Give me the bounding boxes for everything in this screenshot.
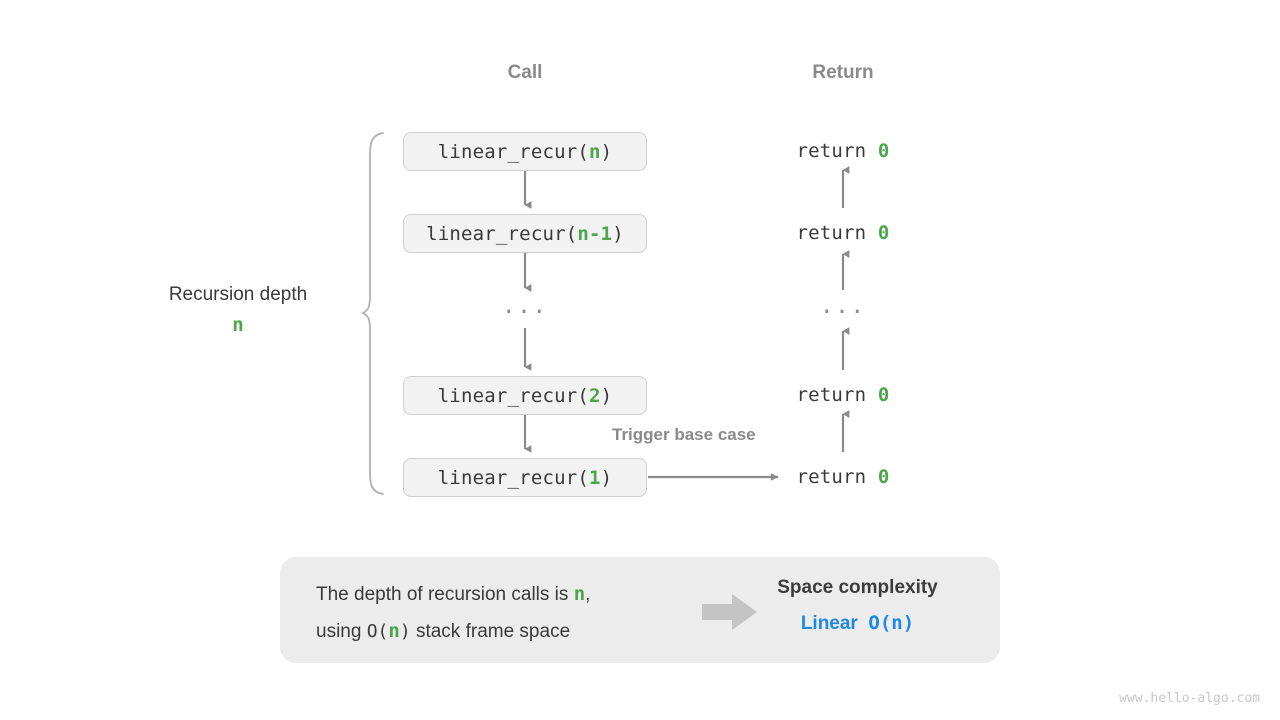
return-value: 0 xyxy=(877,140,890,162)
column-header-call: Call xyxy=(507,62,543,83)
call-box: linear_recur(n) xyxy=(403,132,647,171)
complexity-explanation: The depth of recursion calls is n, using… xyxy=(316,576,716,650)
call-box-prefix: linear_recur( xyxy=(426,222,578,245)
call-box-suffix: ) xyxy=(612,222,624,245)
complexity-kind: Linear xyxy=(800,613,858,634)
return-keyword: return xyxy=(796,466,878,488)
return-label: return 0 xyxy=(743,384,943,406)
explanation-line2-b: stack frame space xyxy=(410,621,571,642)
return-value: 0 xyxy=(877,222,890,244)
recursion-depth-value: n xyxy=(232,314,244,336)
return-label: return 0 xyxy=(743,466,943,488)
implies-arrow-icon xyxy=(702,594,757,630)
recursion-depth-brace xyxy=(360,132,384,495)
recursion-depth-title: Recursion depth xyxy=(168,284,308,305)
return-keyword: return xyxy=(796,384,878,406)
complexity-result: Space complexity Linear O(n) xyxy=(750,577,965,635)
return-ellipsis: ··· xyxy=(820,300,866,325)
call-box-param: 1 xyxy=(589,466,601,489)
explanation-line2-a: using xyxy=(316,621,367,642)
trigger-base-case-label: Trigger base case xyxy=(612,425,756,444)
call-box: linear_recur(1) xyxy=(403,458,647,497)
explanation-line2-n: n xyxy=(388,620,400,642)
explanation-line2-open: O( xyxy=(366,621,389,642)
call-box-suffix: ) xyxy=(600,384,613,407)
complexity-result-title: Space complexity xyxy=(777,577,938,598)
complexity-result-value: Linear O(n) xyxy=(750,612,965,635)
complexity-summary-panel: The depth of recursion calls is n, using… xyxy=(280,557,1000,663)
call-box-suffix: ) xyxy=(600,466,613,489)
return-keyword: return xyxy=(796,140,878,162)
column-header-return: Return xyxy=(812,62,874,83)
explanation-line1-b: , xyxy=(585,584,591,605)
explanation-line2-close: ) xyxy=(399,621,411,642)
call-box-param: n-1 xyxy=(577,222,613,245)
return-value: 0 xyxy=(877,466,890,488)
return-label: return 0 xyxy=(743,140,943,162)
call-box-param: 2 xyxy=(589,384,601,407)
call-box: linear_recur(n-1) xyxy=(403,214,647,253)
explanation-line1-a: The depth of recursion calls is xyxy=(316,584,574,605)
explanation-line1-n: n xyxy=(573,583,586,605)
return-keyword: return xyxy=(796,222,878,244)
return-value: 0 xyxy=(877,384,890,406)
call-box-param: n xyxy=(589,140,601,163)
call-ellipsis: ··· xyxy=(502,300,548,325)
recursion-depth-label: Recursion depth n xyxy=(110,284,366,336)
call-box-prefix: linear_recur( xyxy=(437,466,590,489)
watermark: www.hello-algo.com xyxy=(1119,691,1260,706)
call-box: linear_recur(2) xyxy=(403,376,647,415)
return-label: return 0 xyxy=(743,222,943,244)
call-box-prefix: linear_recur( xyxy=(437,140,590,163)
call-box-suffix: ) xyxy=(600,140,613,163)
complexity-notation: O(n) xyxy=(868,612,915,634)
call-box-prefix: linear_recur( xyxy=(437,384,590,407)
